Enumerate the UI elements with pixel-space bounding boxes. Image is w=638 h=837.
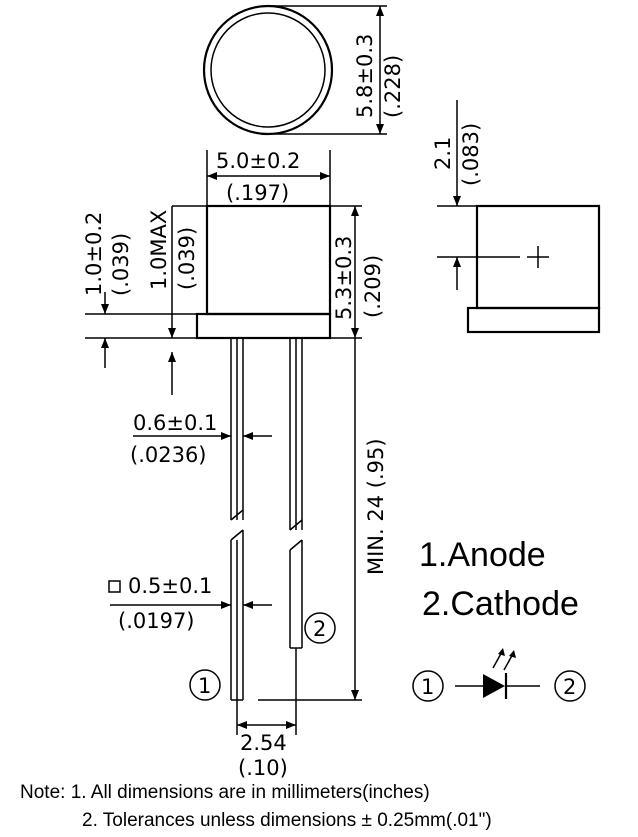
symbol-pin1-circle-icon bbox=[412, 670, 444, 702]
offset-dim-inch-label: (.083) bbox=[459, 123, 483, 186]
cathode-label: 2.Cathode bbox=[422, 585, 579, 623]
note-line-2: 2. Tolerances unless dimensions ± 0.25mm… bbox=[82, 810, 492, 831]
lead-sq-dim-label: 0.5±0.1 bbox=[128, 574, 212, 598]
lead-1 bbox=[230, 338, 244, 701]
flange-dim-inch-label: (.039) bbox=[109, 233, 133, 296]
width-dim-label: 5.0±0.2 bbox=[216, 149, 300, 173]
lead-length-dim-label: MIN. 24 (.95) bbox=[364, 438, 388, 575]
symbol-pin2-label: 2 bbox=[563, 675, 576, 699]
height-dim-label: 5.3±0.3 bbox=[332, 236, 356, 320]
pin1-circle-icon bbox=[189, 669, 221, 701]
pin1-circle-label: 1 bbox=[198, 674, 211, 698]
symbol-pin2-circle-icon bbox=[554, 670, 586, 702]
lead-dia-dim-inch-label: (.0236) bbox=[130, 443, 207, 467]
led-body bbox=[205, 204, 332, 316]
diameter-dim-inch-label: (.228) bbox=[381, 55, 405, 118]
end-view: 2.1 (.083) bbox=[431, 100, 601, 334]
note-line-1: Note: 1. All dimensions are in millimete… bbox=[20, 782, 430, 803]
offset-dim-label: 2.1 bbox=[431, 137, 455, 170]
top-view: 5.8±0.3 (.228) bbox=[202, 4, 405, 136]
led-symbol: 1 2 bbox=[412, 648, 586, 702]
anode-label: 1.Anode bbox=[419, 536, 546, 574]
diameter-dim-label: 5.8±0.3 bbox=[353, 34, 377, 118]
square-lead-icon bbox=[108, 580, 121, 593]
lens-outer-circle bbox=[202, 4, 334, 136]
pin-legend: 1.Anode 2.Cathode bbox=[419, 536, 579, 623]
diode-triangle-icon bbox=[483, 674, 505, 698]
pitch-dim-label: 2.54 bbox=[240, 731, 287, 755]
pin2-circle-label: 2 bbox=[313, 617, 326, 641]
light-emission-arrows-icon bbox=[492, 648, 516, 671]
width-dim-inch-label: (.197) bbox=[226, 181, 289, 205]
end-view-flange bbox=[466, 306, 601, 334]
side-view: 5.0±0.2 (.197) bbox=[82, 149, 388, 780]
symbol-pin1-label: 1 bbox=[421, 675, 434, 699]
meniscus-dim-label: 1.0MAX bbox=[147, 210, 171, 290]
flange-dim-label: 1.0±0.2 bbox=[82, 212, 106, 296]
lead-dia-dim-label: 0.6±0.1 bbox=[133, 411, 217, 435]
led-flange bbox=[195, 312, 332, 340]
height-dim-inch-label: (.209) bbox=[361, 255, 385, 318]
lens-inner-circle bbox=[210, 12, 326, 128]
pin2-circle-icon bbox=[304, 612, 336, 644]
pitch-dim-inch-label: (.10) bbox=[238, 756, 288, 780]
lead-2 bbox=[289, 338, 303, 649]
meniscus-dim-inch-label: (.039) bbox=[175, 227, 199, 290]
notes: Note: 1. All dimensions are in millimete… bbox=[20, 782, 492, 831]
lead-sq-dim-inch-label: (.0197) bbox=[118, 609, 195, 633]
